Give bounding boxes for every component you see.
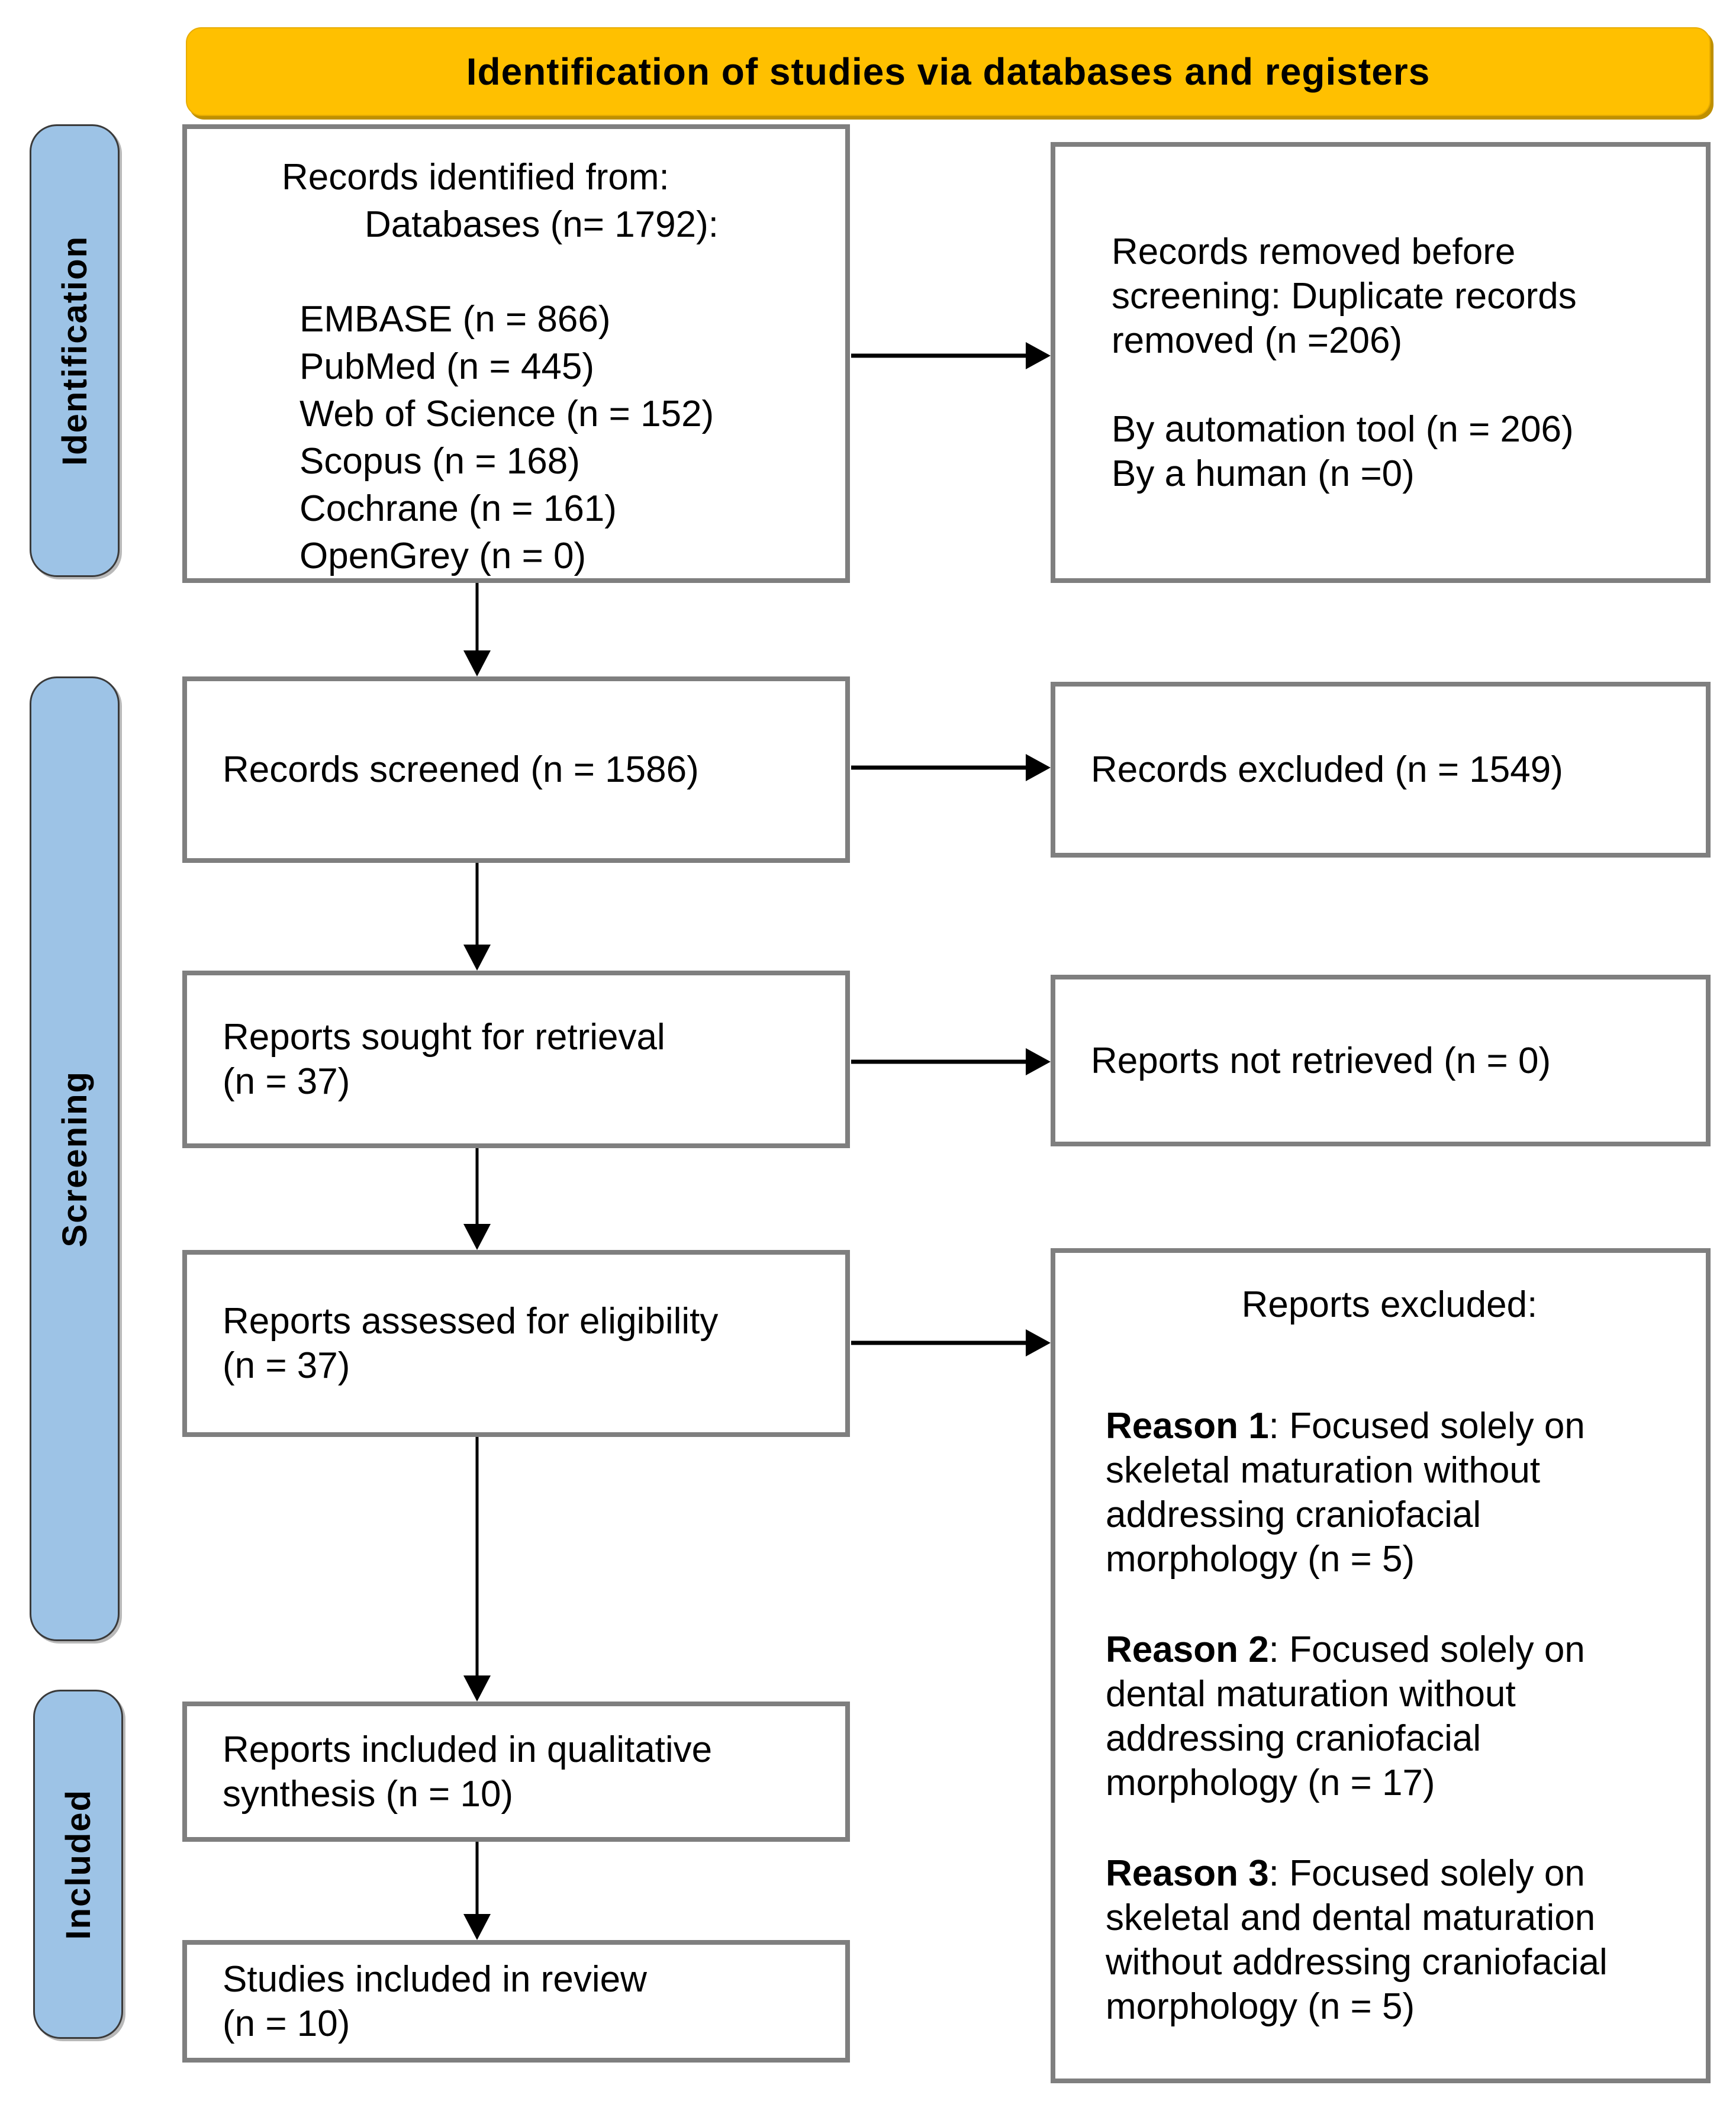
arrow-sought-to-not-retrieved	[851, 1048, 1051, 1075]
records-identified-heading: Records identified from:	[282, 157, 669, 198]
exclusion-reason-2-label: Reason 2	[1106, 1629, 1269, 1670]
arrow-assessed-to-reports-excluded	[851, 1329, 1051, 1356]
reports-not-retrieved-label: Reports not retrieved (n = 0)	[1091, 1040, 1551, 1081]
reports-included-qualitative-label: Reports included in qualitative synthesi…	[223, 1729, 713, 1815]
records-screened-box: Records screened (n = 1586)	[182, 676, 850, 863]
records-removed-paragraph: Records removed before screening: Duplic…	[1112, 231, 1577, 361]
exclusion-reason-3-label: Reason 3	[1106, 1853, 1269, 1894]
reports-sought-box: Reports sought for retrieval (n = 37)	[182, 971, 850, 1148]
records-identified-box: Records identified from: Databases (n= 1…	[182, 124, 850, 583]
stage-tab-identification: Identification	[30, 124, 120, 577]
spacer	[187, 249, 845, 296]
records-removed-by-automation: By automation tool (n = 206)	[1112, 408, 1574, 450]
records-excluded-box: Records excluded (n = 1549)	[1051, 682, 1711, 858]
source-count-web-of-science: Web of Science (n = 152)	[299, 394, 714, 434]
stage-tab-identification-label: Identification	[55, 236, 94, 466]
reports-assessed-line2: (n = 37)	[223, 1345, 350, 1386]
title-banner: Identification of studies via databases …	[186, 27, 1711, 116]
source-count-scopus: Scopus (n = 168)	[299, 441, 580, 482]
title-banner-label: Identification of studies via databases …	[466, 50, 1431, 93]
stage-tab-screening-label: Screening	[55, 1070, 94, 1248]
arrow-assessed-to-included	[463, 1437, 491, 1702]
arrow-identified-to-screened	[463, 583, 491, 676]
exclusion-reason-2-text: : Focused solely on dental maturation wi…	[1106, 1629, 1585, 1803]
records-screened-label: Records screened (n = 1586)	[223, 749, 699, 790]
arrow-screened-to-sought	[463, 863, 491, 971]
reports-excluded-heading: Reports excluded:	[1241, 1284, 1538, 1325]
arrow-sought-to-assessed	[463, 1148, 491, 1250]
arrow-screened-to-excluded	[851, 753, 1051, 781]
source-count-opengrey: OpenGrey (n = 0)	[299, 536, 587, 576]
reports-sought-line1: Reports sought for retrieval	[223, 1017, 665, 1058]
source-count-embase: EMBASE (n = 866)	[299, 299, 611, 340]
stage-tab-screening: Screening	[30, 676, 120, 1641]
exclusion-reason-1-label: Reason 1	[1106, 1406, 1269, 1446]
stage-tab-included: Included	[33, 1690, 123, 2039]
stage-tab-included-label: Included	[59, 1789, 98, 1940]
reports-excluded-box: Reports excluded: Reason 1: Focused sole…	[1051, 1248, 1711, 2083]
reports-assessed-line1: Reports assessed for eligibility	[223, 1301, 719, 1342]
records-excluded-label: Records excluded (n = 1549)	[1091, 749, 1563, 790]
exclusion-reason-1-text: : Focused solely on skeletal maturation …	[1106, 1406, 1585, 1580]
reports-not-retrieved-box: Reports not retrieved (n = 0)	[1051, 975, 1711, 1146]
exclusion-reason-3-text: : Focused solely on skeletal and dental …	[1106, 1853, 1608, 2027]
exclusion-reason-2: Reason 2: Focused solely on dental matur…	[1106, 1628, 1673, 1805]
records-removed-box: Records removed before screening: Duplic…	[1051, 142, 1711, 583]
studies-included-line2: (n = 10)	[223, 2003, 350, 2044]
reports-sought-line2: (n = 37)	[223, 1061, 350, 1102]
records-identified-subheading: Databases (n= 1792):	[365, 204, 719, 245]
source-count-pubmed: PubMed (n = 445)	[299, 346, 595, 387]
source-count-cochrane: Cochrane (n = 161)	[299, 488, 617, 529]
reports-assessed-box: Reports assessed for eligibility (n = 37…	[182, 1250, 850, 1437]
reports-included-qualitative-box: Reports included in qualitative synthesi…	[182, 1702, 850, 1842]
arrow-qualitative-to-review	[463, 1842, 491, 1940]
exclusion-reason-1: Reason 1: Focused solely on skeletal mat…	[1106, 1404, 1673, 1581]
arrow-identified-to-removed	[851, 341, 1051, 369]
exclusion-reason-3: Reason 3: Focused solely on skeletal and…	[1106, 1851, 1673, 2029]
records-removed-by-human: By a human (n =0)	[1112, 453, 1415, 494]
studies-included-box: Studies included in review (n = 10)	[182, 1940, 850, 2063]
spacer	[1112, 363, 1635, 407]
studies-included-line1: Studies included in review	[223, 1958, 647, 2000]
